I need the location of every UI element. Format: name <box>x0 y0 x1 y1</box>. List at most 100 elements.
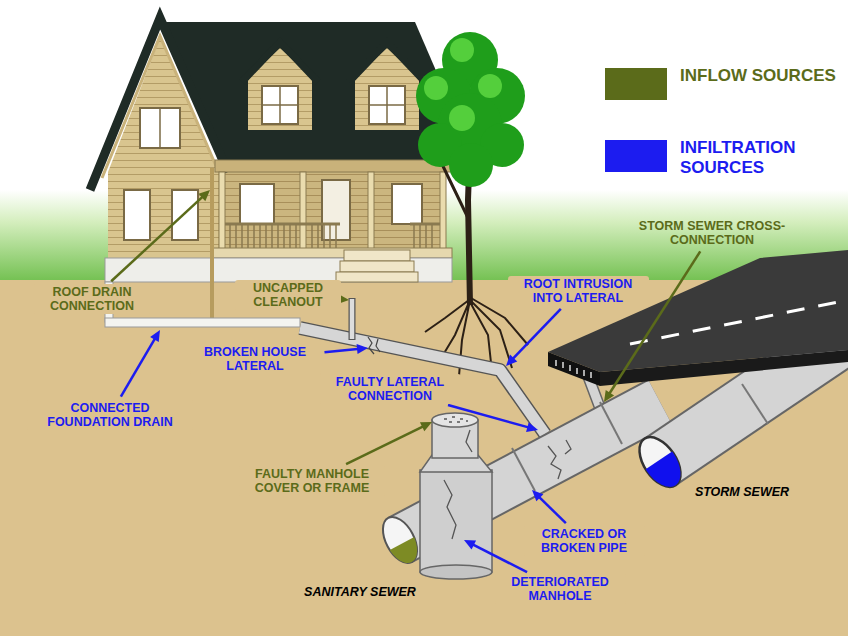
legend-swatch <box>605 68 667 100</box>
arrowhead <box>464 540 476 549</box>
foliage-highlight <box>424 76 448 100</box>
road-edge <box>600 350 848 386</box>
leader-arrow <box>464 540 527 572</box>
leader-arrow <box>111 190 210 281</box>
sewer-name: SANITARY SEWER <box>301 584 419 600</box>
dormer-wall <box>355 48 419 130</box>
callout-label: ROOT INTRUSION INTO LATERAL <box>508 276 649 306</box>
gable-roof-edge <box>90 18 228 190</box>
step <box>344 250 410 261</box>
road-surface <box>548 250 848 372</box>
arrowhead <box>357 344 368 354</box>
pipe-joint <box>512 448 535 491</box>
dormer-roof <box>242 42 318 82</box>
arrowhead <box>150 330 160 342</box>
dormer <box>349 42 425 130</box>
foundation <box>105 258 452 282</box>
legend-swatch <box>605 140 667 172</box>
callout-label: FAULTY MANHOLE COVER OR FRAME <box>239 466 385 496</box>
pipe-crack <box>548 440 571 479</box>
front-wall <box>218 160 442 262</box>
foliage-highlight <box>449 105 475 131</box>
pipe-joint <box>600 402 622 444</box>
manhole-crack <box>444 430 472 539</box>
callout-label: ROOF DRAIN CONNECTION <box>34 284 150 314</box>
cleanout <box>350 299 355 339</box>
leader-line <box>121 337 156 397</box>
pipe-joint <box>742 384 768 424</box>
leader-arrow <box>121 330 160 397</box>
window <box>172 190 198 240</box>
manhole-base <box>420 470 492 572</box>
cover-holes <box>444 417 468 422</box>
callout-label: BROKEN HOUSE LATERAL <box>190 344 321 374</box>
leader-arrow <box>532 490 566 523</box>
foliage-highlight <box>478 74 502 98</box>
leader-line <box>608 251 700 395</box>
leader-arrow <box>448 405 538 432</box>
manhole <box>420 413 492 579</box>
leader-arrow <box>346 422 432 464</box>
arrowhead <box>532 490 543 501</box>
storm-opening <box>628 428 695 500</box>
lane-marking <box>630 300 848 344</box>
window <box>140 108 180 148</box>
callout-label: CRACKED OR BROKEN PIPE <box>524 526 645 556</box>
legend-label: INFLOW SOURCES <box>680 66 848 86</box>
callout-label: UNCAPPED CLEANOUT <box>235 280 341 310</box>
window <box>392 184 422 224</box>
lateral-break <box>368 337 380 354</box>
road <box>548 250 848 386</box>
window-bar <box>159 108 161 148</box>
gable-trim <box>102 36 216 178</box>
foundation-drain <box>105 318 300 327</box>
dormer-wall <box>248 48 312 130</box>
callout-label: DETERIORATED MANHOLE <box>495 574 626 604</box>
window-bar <box>262 104 298 106</box>
leader-line <box>538 496 566 524</box>
arrowhead <box>526 422 538 432</box>
dormer <box>242 42 318 130</box>
storm-grate <box>556 360 591 378</box>
manhole-cover <box>432 413 478 427</box>
downspout <box>210 168 214 318</box>
house-lateral <box>300 328 545 434</box>
window-bar <box>369 104 405 106</box>
dormer-roof <box>349 42 425 82</box>
step <box>336 272 418 282</box>
leader-line <box>448 405 530 428</box>
arrowhead <box>420 422 432 431</box>
leader-line <box>341 298 345 301</box>
step <box>340 261 414 272</box>
window <box>369 86 405 124</box>
cleanout <box>349 298 356 340</box>
manhole-bottom <box>420 565 492 579</box>
leader-line <box>111 195 204 281</box>
house-lateral <box>300 328 545 434</box>
stormwater <box>642 449 694 500</box>
porch-floor <box>212 248 452 258</box>
callout-label: CONNECTED FOUNDATION DRAIN <box>27 400 193 430</box>
window <box>262 86 298 124</box>
window <box>240 184 274 224</box>
porch-post <box>368 172 374 250</box>
leader-line <box>512 309 561 360</box>
balusters <box>230 224 432 248</box>
house <box>90 18 480 327</box>
porch-post <box>440 172 446 250</box>
sewer-name: STORM SEWER <box>692 484 792 500</box>
callout-label: FAULTY LATERAL CONNECTION <box>320 374 461 404</box>
callout-label: STORM SEWER CROSS-CONNECTION <box>624 218 800 248</box>
leader-arrow <box>604 251 700 402</box>
tree <box>416 32 528 388</box>
foliage <box>449 143 493 187</box>
leader-line <box>346 426 425 465</box>
arrowhead <box>199 190 210 201</box>
window <box>124 190 150 240</box>
leader-line <box>471 544 527 573</box>
arrowhead <box>506 355 517 366</box>
